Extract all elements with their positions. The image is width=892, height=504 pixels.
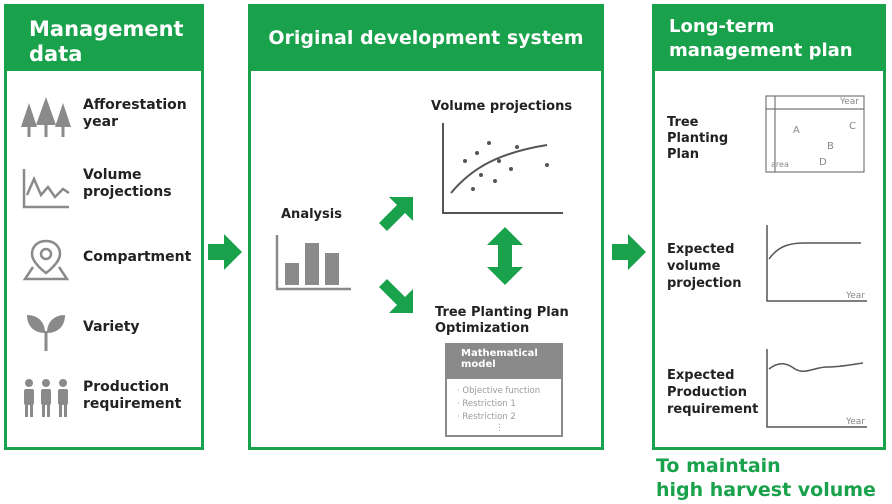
table-area-label: area xyxy=(771,160,789,169)
table-cell-b: B xyxy=(827,141,834,152)
people-icon xyxy=(24,379,68,417)
volume-label-1: Volume xyxy=(83,167,142,183)
table-cell-c: C xyxy=(849,121,856,132)
line-graph-icon xyxy=(22,169,70,209)
management-item-compartment: Compartment xyxy=(21,233,201,285)
afforestation-label-1: Afforestation xyxy=(83,97,187,113)
expected-volume-line1: Expected xyxy=(667,242,735,257)
volume-label-2: projections xyxy=(83,184,172,200)
model-item-restriction-1: · Restriction 1 xyxy=(457,399,516,409)
variety-label: Variety xyxy=(83,319,140,335)
afforestation-label-2: year xyxy=(83,114,118,130)
expected-volume-line3: projection xyxy=(667,276,742,291)
model-item-more: ⋮ xyxy=(495,423,504,433)
planting-table: Year area A B C D xyxy=(765,95,865,173)
production-label-1: Production xyxy=(83,379,170,395)
tree-plan-line2: Planting xyxy=(667,131,729,146)
expected-volume-chart: Year xyxy=(765,223,869,303)
tree-planting-plan-label: Tree Planting Plan xyxy=(667,115,728,163)
volume-projection-chart xyxy=(442,123,563,214)
model-item-restriction-2: · Restriction 2 xyxy=(457,412,516,422)
table-cell-d: D xyxy=(819,157,827,168)
goal-caption-line2: high harvest volume xyxy=(656,479,876,501)
management-item-volume: Volume projections xyxy=(21,161,201,213)
long-term-plan-header: Long-term management plan xyxy=(655,7,883,71)
optimization-label-2: Optimization xyxy=(435,321,530,336)
expected-volume-axis: Year xyxy=(845,291,865,301)
table-year-label: Year xyxy=(839,97,859,107)
forest-icon xyxy=(21,97,71,137)
goal-caption-line1: To maintain xyxy=(656,455,781,477)
tree-plan-line3: Plan xyxy=(667,147,700,162)
optimization-label: Tree Planting Plan Optimization xyxy=(435,305,569,337)
expected-production-axis: Year xyxy=(845,417,865,427)
flow-arrow-icon xyxy=(208,234,242,270)
model-item-objective: · Objective function xyxy=(457,386,541,396)
expected-production-line3: requirement xyxy=(667,402,759,417)
bidirectional-arrow-icon xyxy=(487,227,523,285)
mathematical-model-box: Mathematical model · Objective function … xyxy=(445,343,563,437)
volume-projections-label: Volume projections xyxy=(431,99,573,114)
management-data-panel: Management data Afforestation year Volum… xyxy=(4,4,204,450)
compartment-label: Compartment xyxy=(83,249,192,265)
expected-production-label: Expected Production requirement xyxy=(667,367,758,418)
expected-production-chart: Year xyxy=(765,347,869,429)
up-right-arrow-icon xyxy=(379,197,413,231)
management-item-variety: Variety xyxy=(21,303,201,355)
analysis-label: Analysis xyxy=(281,207,342,222)
model-title-2: model xyxy=(461,359,496,370)
development-system-header: Original development system xyxy=(251,7,601,71)
management-data-header: Management data xyxy=(7,7,201,71)
expected-volume-line2: volume xyxy=(667,259,721,274)
expected-volume-label: Expected volume projection xyxy=(667,241,741,292)
model-title-1: Mathematical xyxy=(461,348,538,359)
management-item-afforestation: Afforestation year xyxy=(21,91,201,143)
management-title-line2: data xyxy=(29,42,83,66)
expected-production-line2: Production xyxy=(667,385,747,400)
management-title-line1: Management xyxy=(29,17,184,41)
production-label-2: requirement xyxy=(83,396,182,412)
bar-chart-icon xyxy=(275,235,351,291)
plan-title-line2: management plan xyxy=(669,40,853,61)
optimization-label-1: Tree Planting Plan xyxy=(435,305,569,320)
goal-caption: To maintain high harvest volume xyxy=(656,454,876,502)
management-item-production: Production requirement xyxy=(21,373,201,425)
development-system-panel: Original development system Analysis Vol… xyxy=(248,4,604,450)
sprout-icon xyxy=(27,315,65,351)
tree-plan-line1: Tree xyxy=(667,115,699,130)
plan-title-line1: Long-term xyxy=(669,16,775,37)
table-cell-a: A xyxy=(793,125,800,136)
flow-arrow-icon xyxy=(612,234,646,270)
map-pin-icon xyxy=(22,239,70,281)
mathematical-model-header: Mathematical model xyxy=(447,345,561,379)
expected-production-line1: Expected xyxy=(667,368,735,383)
down-right-arrow-icon xyxy=(379,279,413,313)
long-term-plan-panel: Long-term management plan Tree Planting … xyxy=(652,4,886,450)
